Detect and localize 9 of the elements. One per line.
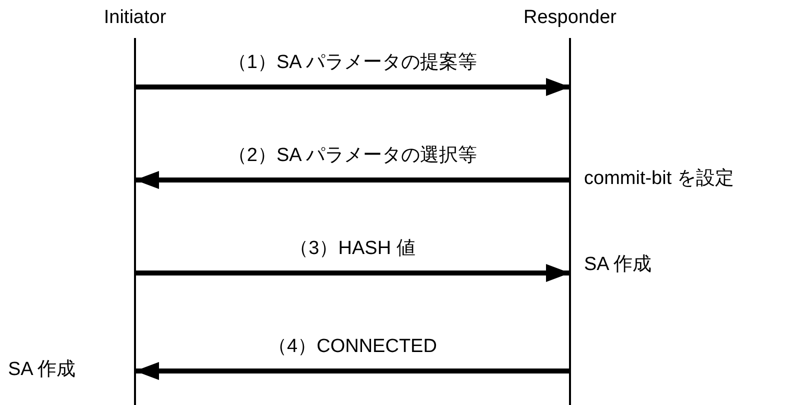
- message-arrow: [135, 78, 570, 96]
- note-text: SA 作成: [8, 359, 76, 381]
- lifeline-heading: Responder: [522, 7, 618, 29]
- message-arrow: [135, 264, 570, 282]
- message-arrow: [135, 362, 570, 380]
- note-text: SA 作成: [584, 254, 652, 276]
- note-text: commit-bit を設定: [584, 168, 734, 190]
- message-arrow: [135, 171, 570, 189]
- lifeline-heading: Initiator: [102, 7, 168, 29]
